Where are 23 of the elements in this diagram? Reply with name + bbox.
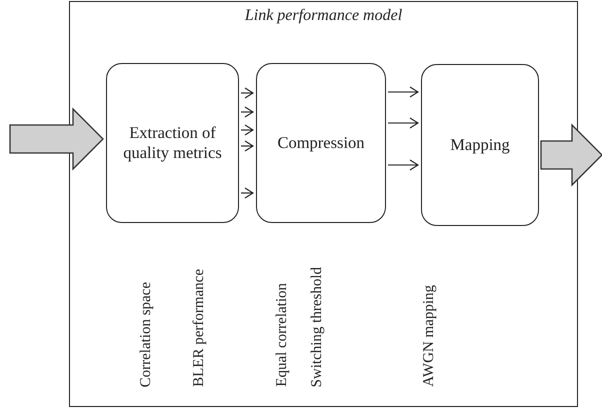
arrow	[241, 187, 254, 199]
arrow	[388, 117, 419, 129]
vertical-label: BLER performance	[192, 269, 207, 387]
arrow	[241, 87, 254, 99]
process-box	[106, 63, 239, 223]
arrow	[241, 106, 254, 118]
block-arrow	[540, 123, 602, 187]
frame-title: Link performance model	[244, 7, 404, 25]
box-label: Mapping	[450, 135, 510, 155]
box-label: Extraction of quality metrics	[122, 123, 223, 163]
vertical-label: Equal correlation	[275, 283, 290, 387]
box-label: Compression	[277, 133, 365, 153]
arrow	[241, 140, 254, 152]
vertical-label: AWGN mapping	[422, 285, 437, 387]
process-box	[421, 64, 539, 226]
block-arrow	[9, 107, 104, 171]
arrow	[241, 124, 254, 136]
arrow	[388, 86, 419, 98]
vertical-label: Switching threshold	[310, 266, 325, 387]
process-box	[256, 63, 386, 223]
arrow	[388, 159, 419, 171]
vertical-label: Correlation space	[139, 282, 154, 387]
model-frame	[69, 1, 578, 407]
